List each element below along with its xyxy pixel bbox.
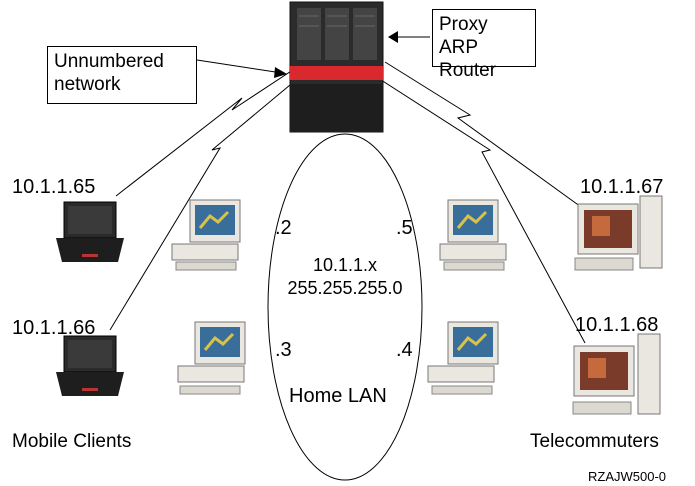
link-router-65 [115,61,306,197]
link-router-67 [384,61,589,213]
laptop-icon-65 [56,201,124,262]
link-router-68 [377,77,586,344]
arrowhead-unnumbered [274,67,287,78]
address-label-65: 10.1.1.65 [12,176,96,198]
host-label-3: .3 [275,339,292,361]
host-label-5: .5 [396,217,413,239]
link-router-66 [109,69,309,331]
workstation-icon-67 [574,195,663,271]
desktop-icon-lan-2 [171,199,241,271]
telecommuters-caption: Telecommuters [530,431,659,452]
desktop-icon-lan-3 [177,321,246,395]
desktop-icon-lan-5 [439,199,507,271]
unnumbered-label-line1: Unnumbered [54,51,164,72]
proxy-label-line1: Proxy ARP [439,14,488,58]
figure-id: RZAJW500-0 [588,469,667,484]
proxy-label-line2: Router [439,60,497,81]
unnumbered-network-callout: Unnumbered network [47,46,197,104]
laptop-icon-66 [56,335,124,396]
proxy-arp-router-callout: Proxy ARP Router [432,9,536,81]
subnet-mask-label: 255.255.255.0 [287,278,403,298]
unnumbered-label-line2: network [54,74,121,95]
address-label-67: 10.1.1.67 [580,176,664,198]
desktop-icon-lan-4 [427,321,499,395]
callout-arrow-unnumbered [196,59,283,74]
address-label-68: 10.1.1.68 [575,314,659,336]
network-address-label: 10.1.1.x [312,255,378,275]
home-lan-label: Home LAN [289,385,387,407]
home-lan-ellipse [267,133,423,481]
host-label-4: .4 [396,339,413,361]
workstation-icon-68 [572,333,661,415]
mobile-clients-caption: Mobile Clients [12,431,132,452]
address-label-66: 10.1.1.66 [12,317,96,339]
router-server-icon [289,1,384,133]
host-label-2: .2 [275,217,292,239]
arrowhead-proxy [388,31,398,43]
